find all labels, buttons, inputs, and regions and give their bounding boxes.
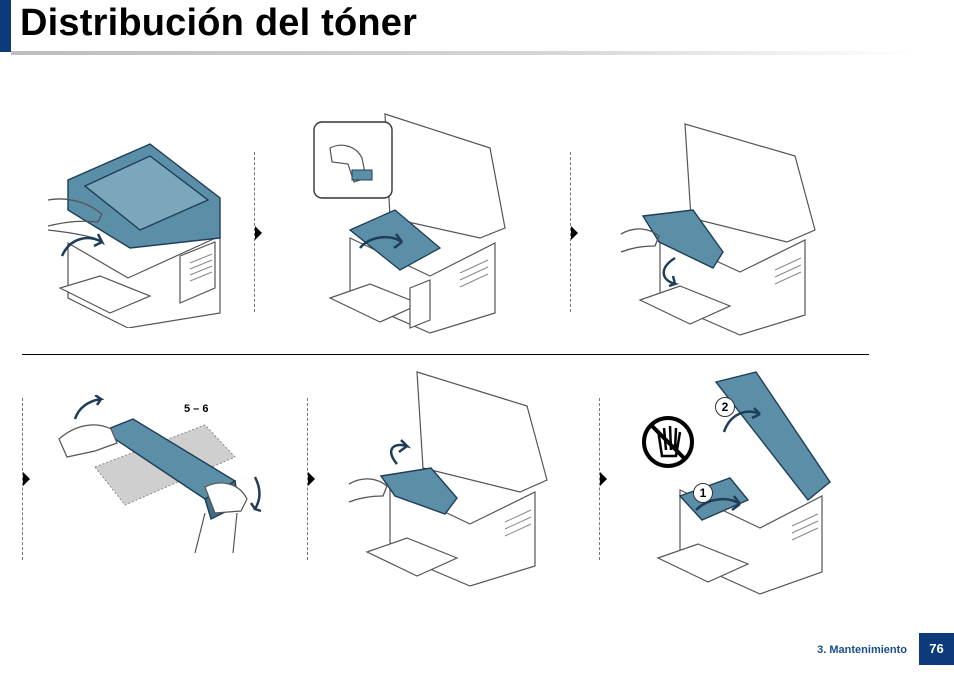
step-4-illustration — [55, 395, 275, 555]
row-divider — [22, 354, 869, 355]
shake-count-label: 5 – 6 — [184, 403, 208, 415]
next-step-arrow — [600, 472, 607, 486]
next-step-arrow — [23, 472, 30, 486]
page-title: Distribución del tóner — [20, 0, 417, 46]
title-accent-bar — [0, 0, 11, 52]
step-6-illustration — [640, 370, 840, 605]
step-3-illustration — [615, 120, 825, 340]
footer-section-label: 3. Mantenimiento — [817, 644, 907, 656]
next-step-arrow — [255, 226, 262, 240]
title-rule — [11, 51, 916, 55]
next-step-arrow — [571, 226, 578, 240]
page-number-badge: 76 — [919, 633, 954, 665]
next-step-arrow — [308, 472, 315, 486]
step-5-illustration — [345, 368, 560, 590]
step-callout-1: 1 — [693, 483, 713, 503]
step-callout-2: 2 — [715, 397, 735, 417]
step-2-illustration — [310, 108, 520, 338]
step-1-illustration — [40, 138, 240, 328]
